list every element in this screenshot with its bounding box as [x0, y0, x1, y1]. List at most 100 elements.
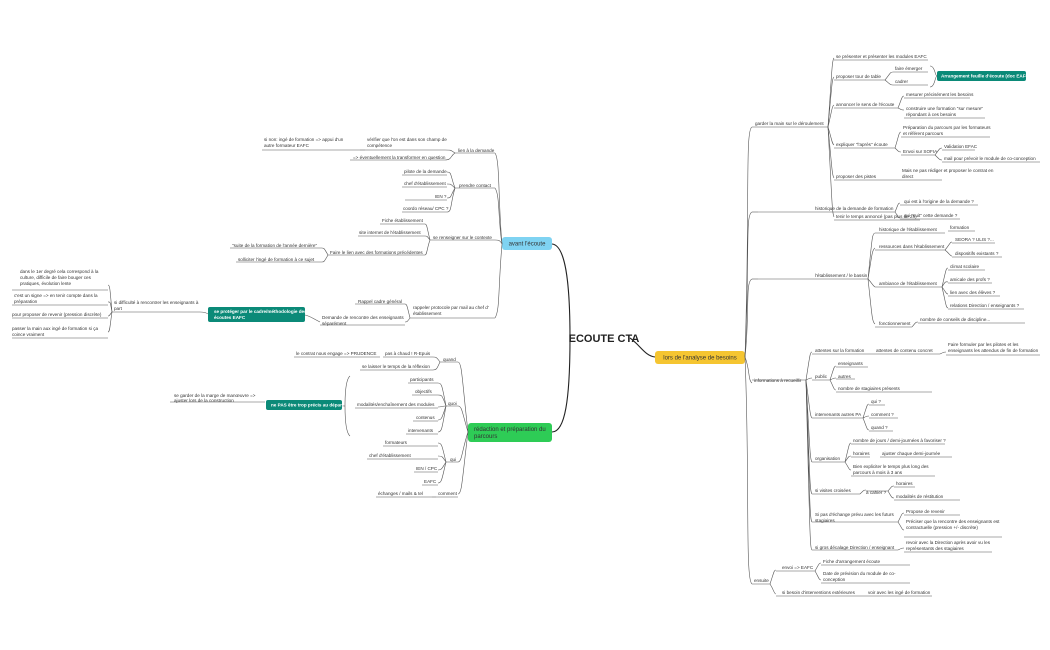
node-besoin-interventions[interactable]: si besoin d'interventions extérieures	[782, 590, 856, 595]
node-ien[interactable]: IEN ?	[435, 194, 447, 199]
node-validation[interactable]: Validation EFAC	[944, 144, 978, 149]
node-amicale[interactable]: amicale des profs ?	[950, 277, 990, 282]
node-renseigner[interactable]: se renseigner sur le contexte	[433, 235, 492, 240]
node-preciser-l1[interactable]: Préciser que la rencontre des enseignant…	[906, 519, 1000, 524]
node-pistes-detail-l2[interactable]: direct	[902, 174, 914, 179]
node-echange-futurs-l1[interactable]: Si pas d'échange prévu avec les futurs	[815, 512, 894, 517]
node-annoncer[interactable]: annoncer le sens de l'écoute	[836, 102, 895, 107]
node-ressources[interactable]: ressources dans l'établissement	[879, 244, 945, 249]
node-qui[interactable]: qui	[450, 457, 456, 462]
node-lien-eleves[interactable]: lien avec des élèves ?	[950, 290, 996, 295]
node-arrangement[interactable]: Arrangement feuille d'écoute (doc EAFC)	[937, 71, 1031, 81]
node-dispositifs[interactable]: dispositifs existants ?	[955, 251, 999, 256]
node-envoi-sofia[interactable]: Envoi sur SOFIA	[903, 149, 938, 154]
node-coordo[interactable]: coordo réseau/ CPC ?	[403, 206, 449, 211]
node-construire-l1[interactable]: construire une formation "sur mesure"	[906, 106, 983, 111]
node-faire-formuler-l2[interactable]: enseignants les attendus de fin de forma…	[948, 348, 1039, 353]
node-proteger[interactable]: se protéger par le cadre/méthodologie de…	[208, 307, 307, 322]
node-contrat[interactable]: le contrat nous engage => PRUDENCE	[296, 351, 376, 356]
node-prendre-contact[interactable]: prendre contact	[459, 183, 492, 188]
node-pistes-detail-l1[interactable]: Mais ne pas rédiger et proposer le contr…	[902, 168, 994, 173]
node-attentes-contenu[interactable]: attentes de contenu concret	[876, 348, 933, 353]
node-modalites-rest[interactable]: modalités de réstitution	[896, 494, 944, 499]
node-marge-l1[interactable]: se garder de la marge de manœuvre =>	[174, 393, 256, 398]
node-etablissement[interactable]: l'établissement / le bassin	[815, 273, 868, 278]
node-qui-q[interactable]: qui ?	[871, 399, 881, 404]
node-echanges[interactable]: échanges / mails & tel	[378, 491, 423, 496]
node-horaires2[interactable]: horaires	[896, 481, 913, 486]
node-informations[interactable]: informations à recueillir	[754, 378, 802, 383]
node-lien-demande[interactable]: lien à la demande	[458, 148, 495, 153]
node-intervenants-pa[interactable]: intervenants autres PA	[815, 412, 862, 417]
node-conseils[interactable]: nombre de conseils de discipline...	[920, 317, 990, 322]
node-pilote[interactable]: pilote de la demande	[404, 169, 447, 174]
node-quoi[interactable]: quoi	[448, 401, 457, 406]
node-garder[interactable]: garder la main sur le déroulement	[755, 121, 824, 126]
node-si-non-l2[interactable]: autre formateur EAFC	[264, 143, 310, 148]
node-organisation[interactable]: organisation	[815, 456, 840, 461]
node-preparation-l2[interactable]: et référent parcours	[903, 131, 944, 136]
node-historique[interactable]: historique de la demande de formation	[815, 206, 894, 211]
node-date-prevision-l2[interactable]: conception	[823, 577, 846, 582]
node-premier-degre-l2[interactable]: culture, difficile de faire bouger ces	[20, 275, 92, 280]
node-hist-etab[interactable]: historique de l'établissement	[879, 227, 938, 232]
node-demande-rencontre-l2[interactable]: séparément	[322, 321, 347, 326]
node-participants[interactable]: participants	[410, 377, 434, 382]
node-preciser-l2[interactable]: contractuelle (pression +/- discrète)	[906, 525, 978, 530]
node-expliquer[interactable]: expliquer "l'après" écoute	[836, 142, 888, 147]
node-tour[interactable]: proposer tour de table	[836, 74, 881, 79]
node-date-prevision-l1[interactable]: Date de prévision du module de co-	[823, 571, 896, 576]
node-presenter[interactable]: se présenter et présenter les modules EA…	[836, 54, 927, 59]
node-chef-etab[interactable]: chef d'établissement	[369, 453, 411, 458]
node-revenir[interactable]: pour proposer de revenir (pression discr…	[12, 312, 102, 317]
node-difficulte-l2[interactable]: part	[114, 306, 123, 311]
node-ajuster[interactable]: ajuster chaque demi-journée	[882, 451, 941, 456]
node-verifier-l1[interactable]: vérifier que l'on est dans son champ de	[367, 137, 447, 142]
node-verifier-l2[interactable]: compétence	[367, 143, 392, 148]
node-passer-l2[interactable]: coince vraiment	[12, 332, 45, 337]
node-rappeler-l1[interactable]: rappeler protocole par mail au chef d'	[413, 305, 489, 310]
center-topic[interactable]: ECOUTE CTA	[569, 333, 640, 345]
node-ignore-l1[interactable]: c'est un signe => en tenir compte dans l…	[14, 293, 98, 298]
node-expliciter-l1[interactable]: Bien expliciter le temps plus long des	[853, 464, 929, 469]
node-attentes[interactable]: attentes sur la formation	[815, 348, 865, 353]
node-horaires[interactable]: horaires	[853, 451, 870, 456]
node-transformer[interactable]: => éventuellement la transformer en ques…	[353, 155, 446, 160]
node-solliciter[interactable]: solliciter l'ingé de formation à ce suje…	[238, 257, 315, 262]
node-echange-futurs-l2[interactable]: stagiaires	[815, 518, 835, 523]
node-ignore-l2[interactable]: préparation	[14, 299, 38, 304]
node-envoi-eafc[interactable]: envoi => EAFC	[782, 565, 814, 570]
node-objectifs[interactable]: objectifs	[415, 389, 433, 394]
node-chef[interactable]: chef d'établissement	[404, 181, 446, 186]
node-cadrer[interactable]: cadrer	[895, 79, 908, 84]
node-nombre-stagiaires[interactable]: nombre de stagiaires présents	[838, 386, 900, 391]
node-qui-origine[interactable]: qui est à l'origine de la demande ?	[904, 199, 974, 204]
node-comment[interactable]: comment	[438, 491, 458, 496]
node-pistes[interactable]: proposer des pistes	[836, 174, 877, 179]
node-pas-chaud[interactable]: pas à chaud ! R-Epuis	[385, 351, 431, 356]
node-visites[interactable]: si visites croisées	[815, 488, 851, 493]
node-public[interactable]: public	[815, 374, 828, 379]
node-ne-pas[interactable]: ne PAS être trop précis au départ	[266, 400, 344, 410]
node-seora[interactable]: SEORA ? ULIS ?...	[955, 237, 994, 242]
node-marge-l2[interactable]: ajuster lors de la construction	[174, 398, 234, 403]
node-faire-lien[interactable]: Faire le lien avec des formations précéd…	[330, 250, 423, 255]
node-revoir-l1[interactable]: revoir avec la Direction après avoir vu …	[906, 540, 991, 545]
node-a-cahier[interactable]: à cahier ?	[866, 490, 887, 495]
node-fonctionnement[interactable]: fonctionnement	[879, 321, 911, 326]
node-mesurer[interactable]: mesurer précisément les besoins	[906, 92, 974, 97]
branch-analyse[interactable]: lors de l'analyse de besoins	[655, 351, 745, 364]
node-difficulte-l1[interactable]: si difficulté à rencontrer les enseignan…	[114, 300, 199, 305]
node-ambiance[interactable]: ambiance de l'établissement	[879, 281, 938, 286]
node-qui-suit[interactable]: qui "suit" cette demande ?	[904, 213, 958, 218]
node-suite[interactable]: "suite de la formation de l'année derniè…	[232, 243, 317, 248]
node-formateurs[interactable]: formateurs	[385, 440, 408, 445]
node-mail-prevoir[interactable]: mail pour prévoir le module de co-concep…	[944, 156, 1036, 161]
node-voir-avec[interactable]: voir avec les ingé de formation	[868, 590, 931, 595]
node-ensuite[interactable]: ensuite	[754, 578, 769, 583]
node-si-non-l1[interactable]: si non: ingé de formation => appui d'un	[264, 137, 344, 142]
node-revoir-l2[interactable]: représentants des stagiaires	[906, 546, 964, 551]
node-relations[interactable]: relations Direction / enseignants ?	[950, 303, 1020, 308]
node-passer-l1[interactable]: passer la main aux ingé de formation si …	[12, 326, 98, 331]
node-propose-revenir[interactable]: Propose de revenir	[906, 509, 945, 514]
